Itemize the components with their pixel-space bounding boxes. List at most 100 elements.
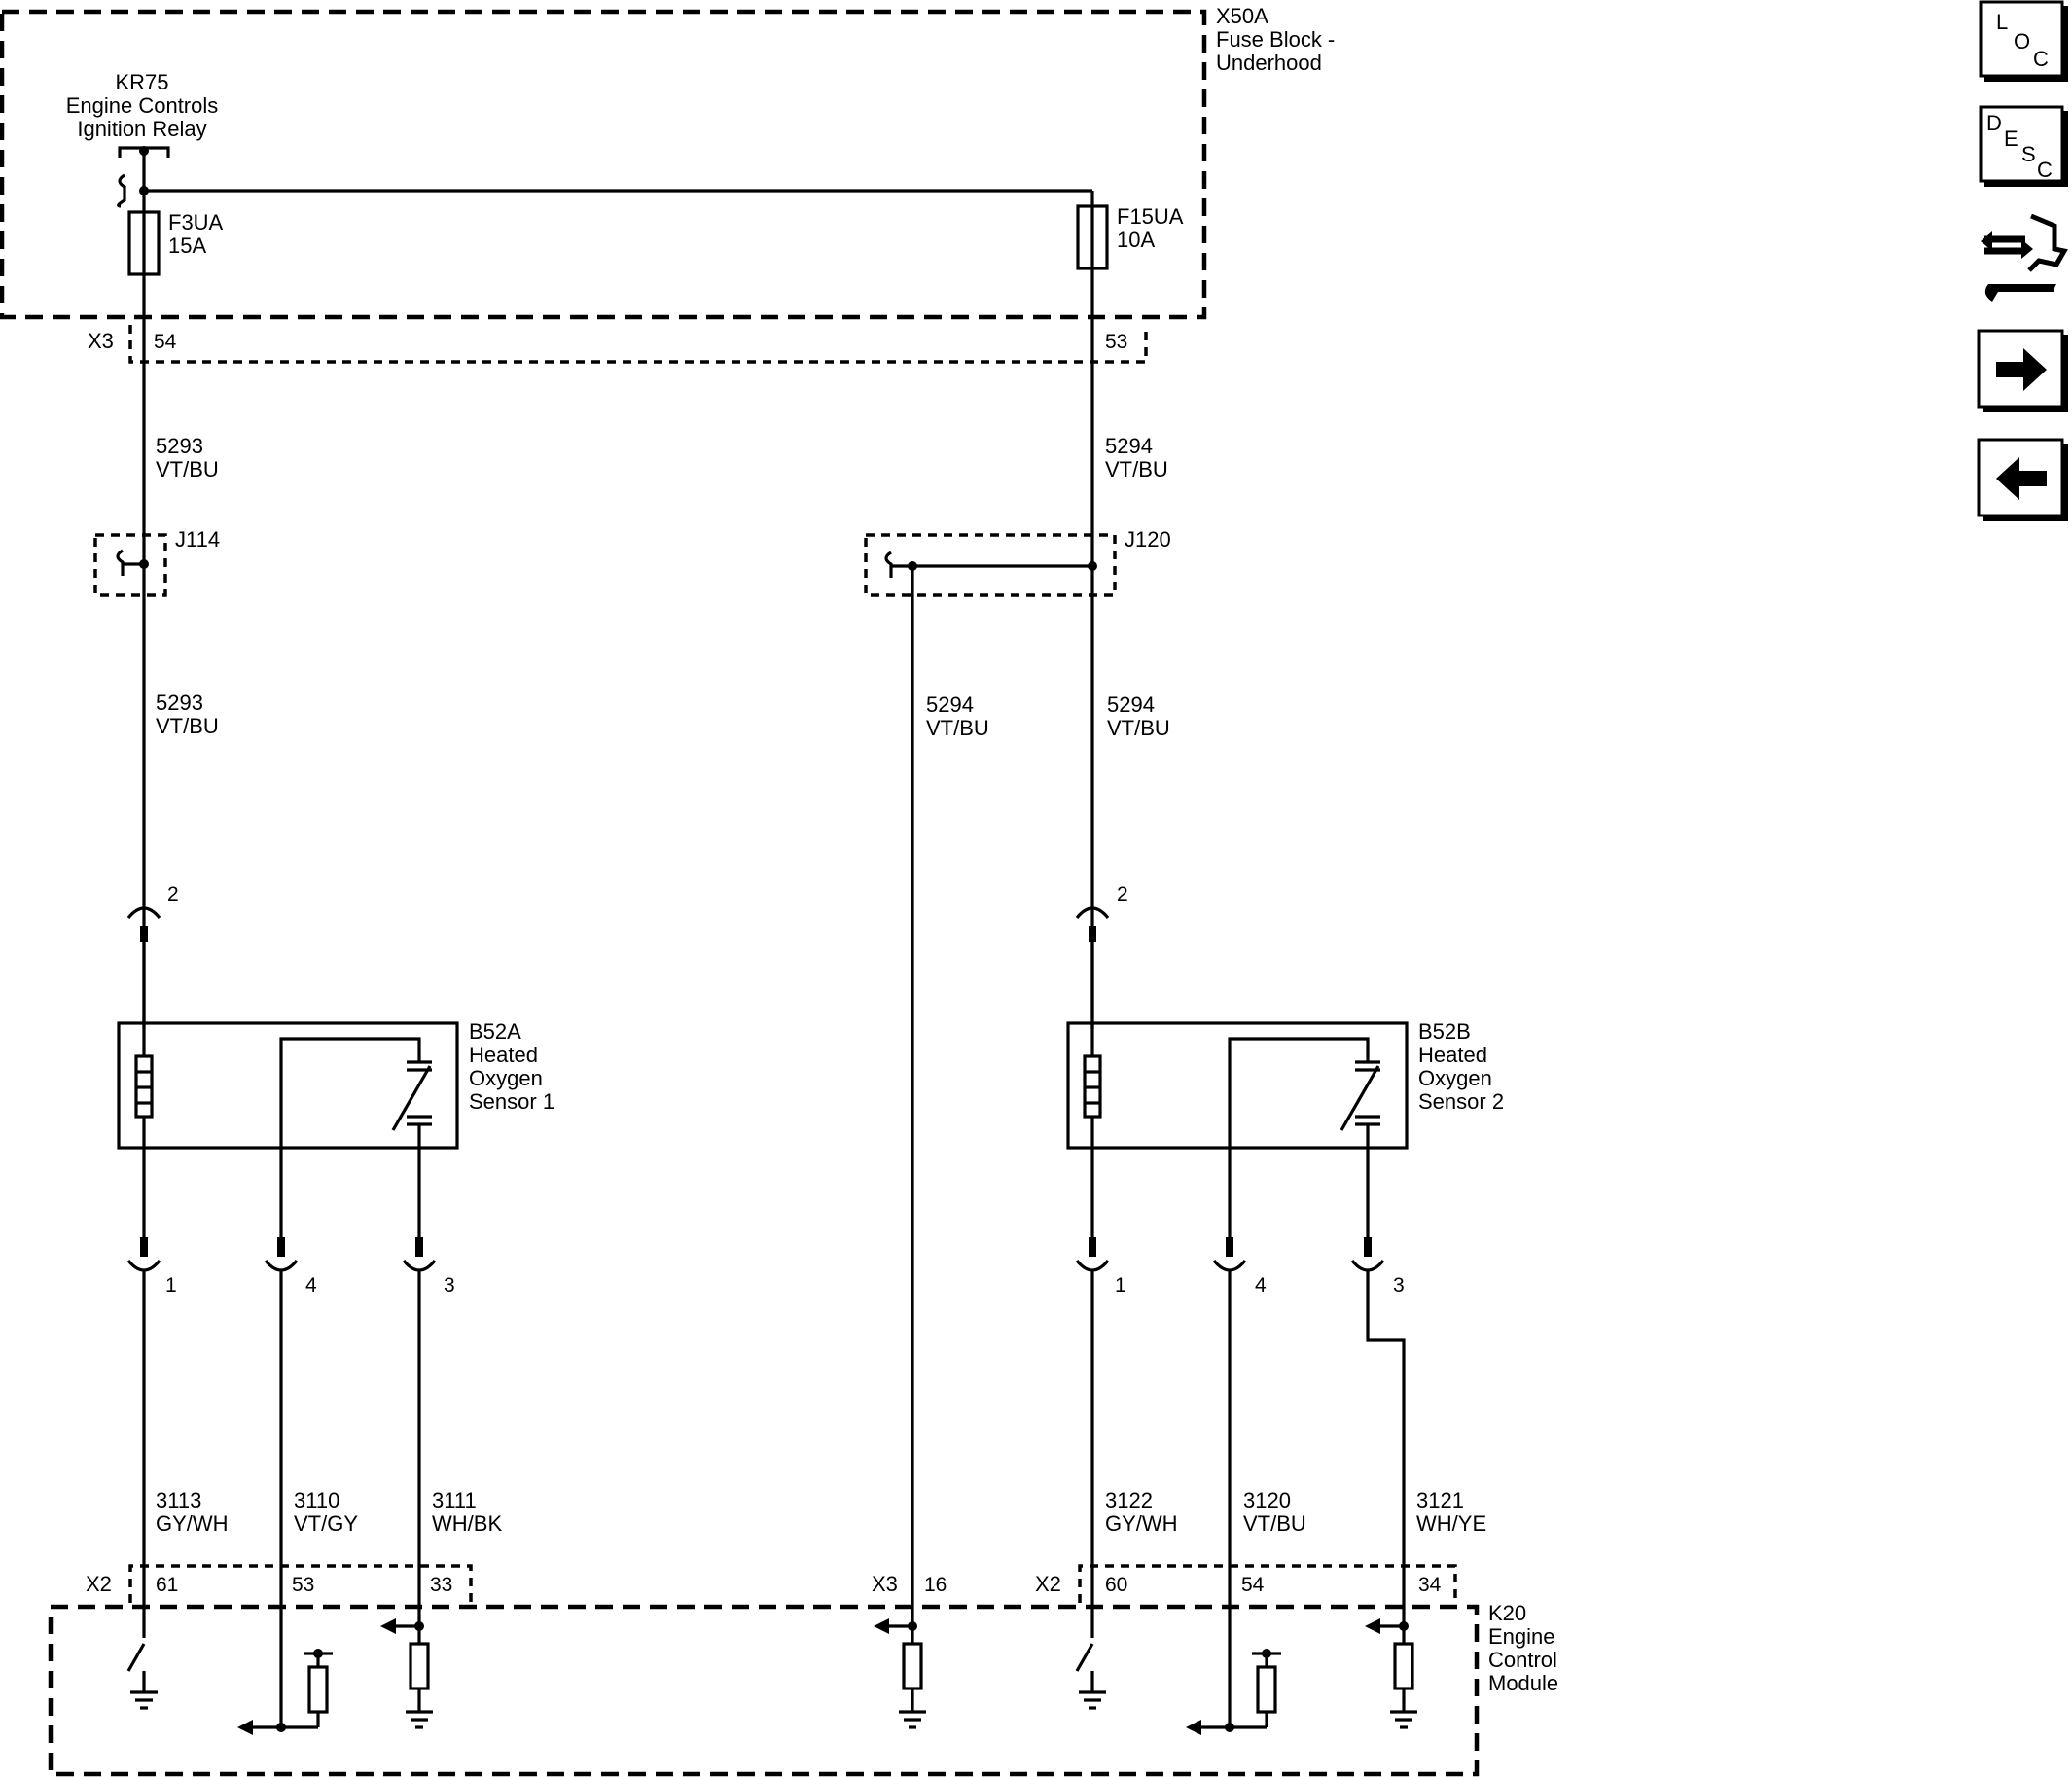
wire-color: VT/BU xyxy=(1107,716,1170,740)
sensor-id: B52B xyxy=(1418,1019,1471,1044)
pin-number: 53 xyxy=(292,1574,314,1596)
sensor-b52a: B52A Heated Oxygen Sensor 1 xyxy=(117,1019,554,1243)
pin-number: 2 xyxy=(1117,883,1128,906)
location-icon: L xyxy=(1996,10,2008,34)
ecm-reference-left xyxy=(237,1649,333,1735)
pin-number: 1 xyxy=(165,1274,177,1297)
pin-number: 61 xyxy=(156,1574,178,1596)
wire-circuit-number: 5294 xyxy=(1105,434,1153,458)
loc-button[interactable]: L O C xyxy=(1979,0,2068,82)
wire-color: VT/BU xyxy=(156,714,219,738)
description-icon: S xyxy=(2021,142,2036,166)
ecm-id: K20 xyxy=(1488,1601,1526,1625)
ecm-name: Engine xyxy=(1488,1624,1555,1649)
wire-color: VT/GY xyxy=(294,1511,358,1536)
ecm-name: Module xyxy=(1488,1671,1558,1695)
fuse-f15ua: F15UA 10A xyxy=(1076,191,1184,270)
fuse-block-x50a: X50A Fuse Block - Underhood KR75 Engine … xyxy=(0,4,1335,364)
arrow-left-icon xyxy=(1996,457,2047,500)
sensor-name: Sensor 1 xyxy=(469,1089,554,1114)
ecm-k20: K20 Engine Control Module X2 61 53 33 X3… xyxy=(48,1564,1558,1777)
connector-x3-ecm: X3 16 xyxy=(872,1572,947,1596)
relay-name: Engine Controls xyxy=(66,93,219,118)
fuse-rating: 15A xyxy=(168,233,206,258)
connector-id: X2 xyxy=(86,1572,112,1596)
ecm-name: Control xyxy=(1488,1648,1557,1672)
wire-color: VT/BU xyxy=(926,716,989,740)
pin-number: 4 xyxy=(305,1274,317,1297)
pin-number: 34 xyxy=(1418,1574,1442,1596)
wire-circuit-number: 5293 xyxy=(156,691,203,715)
wire-circuit-number: 3122 xyxy=(1105,1488,1153,1512)
pin-number: 16 xyxy=(924,1574,947,1596)
relay-contact xyxy=(117,146,170,208)
ecm-reference-right xyxy=(1186,1649,1281,1735)
splice-id: J120 xyxy=(1125,527,1171,551)
splice-j120: J120 xyxy=(864,527,1171,597)
connector-id: X3 xyxy=(88,329,114,353)
pin-number: 4 xyxy=(1255,1274,1267,1297)
wire-circuit-number: 3111 xyxy=(432,1488,477,1512)
pin-number: 2 xyxy=(167,883,179,906)
connector-x2-left: X2 61 53 33 xyxy=(86,1564,473,1603)
fuse-block-name: Underhood xyxy=(1216,51,1322,75)
pin-number: 33 xyxy=(430,1574,452,1596)
wire-color: GY/WH xyxy=(1105,1511,1178,1536)
splice-j114: J114 xyxy=(93,527,220,597)
description-icon: D xyxy=(1986,111,2002,135)
splice-id: J114 xyxy=(175,527,220,551)
fuse-rating: 10A xyxy=(1117,228,1155,252)
connector-pin-2-right: 2 xyxy=(1075,883,1128,942)
sensor-b52b: B52B Heated Oxygen Sensor 2 xyxy=(1066,1019,1504,1243)
ecm-signal-input-16 xyxy=(874,1618,926,1729)
ecm-signal-input-34 xyxy=(1365,1618,1417,1729)
sensor2-bottom-connectors: 1 4 3 xyxy=(1075,1237,1405,1297)
pin-number: 3 xyxy=(1393,1274,1405,1297)
ecm-signal-input-33 xyxy=(380,1618,433,1729)
sensor-name: Heated xyxy=(1418,1043,1487,1067)
wire-color: VT/BU xyxy=(1105,457,1168,481)
pin-number: 60 xyxy=(1105,1574,1127,1596)
pin-number: 1 xyxy=(1115,1274,1126,1297)
fuse-id: F15UA xyxy=(1117,204,1184,229)
connector-id: X2 xyxy=(1035,1572,1061,1596)
ecm-low-side-switch-right xyxy=(1075,1603,1106,1710)
location-icon: O xyxy=(2014,29,2030,53)
pin-number: 53 xyxy=(1105,331,1127,353)
arrow-right-icon xyxy=(1996,348,2047,391)
sensor-name: Oxygen xyxy=(1418,1066,1492,1090)
sensor-name: Heated xyxy=(469,1043,538,1067)
connector-repair-icon xyxy=(1981,213,2068,302)
desc-button[interactable]: D E S C xyxy=(1979,105,2068,187)
fuse-block-id: X50A xyxy=(1216,4,1268,28)
ecm-low-side-switch-left xyxy=(126,1603,158,1710)
wire-color: WH/YE xyxy=(1416,1511,1486,1536)
connector-repair-button[interactable] xyxy=(1981,213,2068,302)
fuse-block-name: Fuse Block - xyxy=(1216,27,1335,52)
fuse-f3ua: F3UA 15A xyxy=(127,191,224,276)
description-icon: C xyxy=(2037,158,2053,182)
pin-number: 54 xyxy=(1241,1574,1265,1596)
sensor1-bottom-connectors: 1 4 3 xyxy=(126,1237,455,1297)
wire-color: WH/BK xyxy=(432,1511,502,1536)
wire-circuit-number: 3120 xyxy=(1243,1488,1291,1512)
sensor-id: B52A xyxy=(469,1019,521,1044)
fuse-id: F3UA xyxy=(168,210,224,234)
prev-button[interactable] xyxy=(1977,438,2068,521)
connector-pin-2-left: 2 xyxy=(126,883,179,942)
location-icon: C xyxy=(2033,47,2049,71)
connector-x3-fuse: X3 54 53 xyxy=(88,325,1148,364)
wire-circuit-number: 5294 xyxy=(1107,693,1155,717)
wire-circuit-number: 3121 xyxy=(1416,1488,1464,1512)
sensor-name: Sensor 2 xyxy=(1418,1089,1504,1114)
wire-circuit-number: 5294 xyxy=(926,693,974,717)
relay-id: KR75 xyxy=(115,70,168,94)
sensor-name: Oxygen xyxy=(469,1066,543,1090)
connector-x2-right: X2 60 54 34 xyxy=(1035,1564,1457,1603)
pin-number: 3 xyxy=(444,1274,455,1297)
next-button[interactable] xyxy=(1977,329,2068,412)
connector-id: X3 xyxy=(872,1572,898,1596)
description-icon: E xyxy=(2004,126,2018,151)
wire-circuit-number: 3110 xyxy=(294,1488,339,1512)
